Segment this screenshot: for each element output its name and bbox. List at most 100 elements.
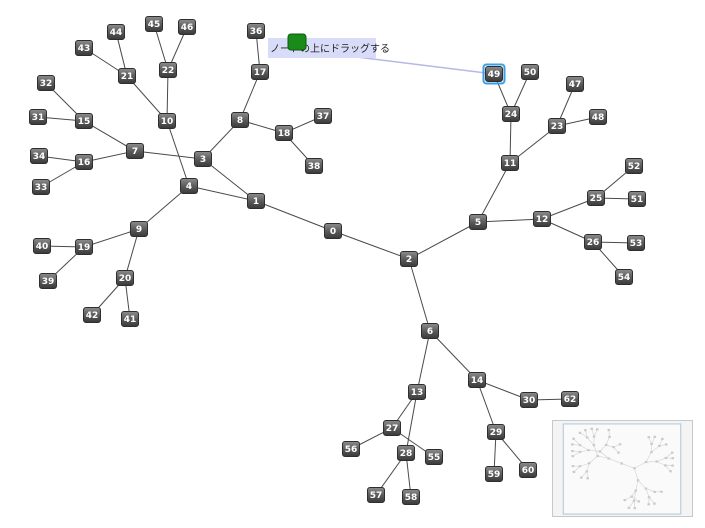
node-10[interactable]: 10 <box>158 113 176 129</box>
node-label: 0 <box>330 227 336 237</box>
node-62[interactable]: 62 <box>561 391 579 407</box>
node-12[interactable]: 12 <box>533 211 551 227</box>
node-label: 4 <box>186 182 192 192</box>
node-box <box>159 62 177 78</box>
node-46[interactable]: 46 <box>178 19 196 35</box>
node-box <box>29 109 47 125</box>
node-18[interactable]: 18 <box>275 125 293 141</box>
minimap-viewport[interactable] <box>562 423 682 515</box>
node-label: 22 <box>162 66 175 76</box>
node-59[interactable]: 59 <box>485 466 503 482</box>
node-6[interactable]: 6 <box>421 323 439 339</box>
node-56[interactable]: 56 <box>342 441 360 457</box>
node-box <box>247 23 265 39</box>
node-13[interactable]: 13 <box>408 384 426 400</box>
node-label: 19 <box>78 243 91 253</box>
node-60[interactable]: 60 <box>519 462 537 478</box>
node-label: 20 <box>119 274 132 284</box>
node-label: 33 <box>35 183 48 193</box>
node-37[interactable]: 37 <box>314 108 332 124</box>
node-30[interactable]: 30 <box>520 392 538 408</box>
node-4[interactable]: 4 <box>180 178 198 194</box>
node-38[interactable]: 38 <box>305 158 323 174</box>
node-1[interactable]: 1 <box>247 193 265 209</box>
node-29[interactable]: 29 <box>487 424 505 440</box>
node-label: 1 <box>253 197 259 207</box>
node-label: 16 <box>78 158 91 168</box>
dragged-node-handle[interactable] <box>287 33 307 51</box>
overview-minimap[interactable] <box>552 420 693 517</box>
node-57[interactable]: 57 <box>367 487 385 503</box>
node-box <box>485 66 503 82</box>
node-box <box>367 487 385 503</box>
node-27[interactable]: 27 <box>383 420 401 436</box>
edge-6-14 <box>429 330 478 381</box>
node-24[interactable]: 24 <box>502 106 520 122</box>
node-box <box>383 420 401 436</box>
node-box <box>314 108 332 124</box>
node-box <box>587 190 605 206</box>
node-11[interactable]: 11 <box>501 155 519 171</box>
node-41[interactable]: 41 <box>121 311 139 327</box>
node-31[interactable]: 31 <box>29 109 47 125</box>
node-47[interactable]: 47 <box>566 76 584 92</box>
node-28[interactable]: 28 <box>397 445 415 461</box>
node-36[interactable]: 36 <box>247 23 265 39</box>
node-33[interactable]: 33 <box>32 179 50 195</box>
node-label: 3 <box>200 155 206 165</box>
node-label: 32 <box>40 79 53 89</box>
node-44[interactable]: 44 <box>107 24 125 40</box>
node-7[interactable]: 7 <box>126 143 144 159</box>
node-8[interactable]: 8 <box>231 112 249 128</box>
node-box <box>501 155 519 171</box>
node-52[interactable]: 52 <box>625 158 643 174</box>
node-21[interactable]: 21 <box>118 68 136 84</box>
node-20[interactable]: 20 <box>116 270 134 286</box>
node-51[interactable]: 51 <box>628 191 646 207</box>
node-50[interactable]: 50 <box>521 64 539 80</box>
node-15[interactable]: 15 <box>75 113 93 129</box>
selection-ring <box>482 63 506 85</box>
node-label: 28 <box>400 449 413 459</box>
node-25[interactable]: 25 <box>587 190 605 206</box>
node-45[interactable]: 45 <box>145 16 163 32</box>
node-39[interactable]: 39 <box>39 273 57 289</box>
node-43[interactable]: 43 <box>75 40 93 56</box>
node-54[interactable]: 54 <box>615 269 633 285</box>
node-16[interactable]: 16 <box>75 154 93 170</box>
node-49[interactable]: 49 <box>482 63 506 85</box>
node-box <box>548 118 566 134</box>
node-22[interactable]: 22 <box>159 62 177 78</box>
edge-0-1 <box>255 200 334 232</box>
node-3[interactable]: 3 <box>194 151 212 167</box>
node-label: 31 <box>32 113 45 123</box>
node-label: 43 <box>78 44 91 54</box>
node-label: 41 <box>124 315 137 325</box>
node-box <box>130 221 148 237</box>
node-5[interactable]: 5 <box>469 214 487 230</box>
node-26[interactable]: 26 <box>584 234 602 250</box>
node-32[interactable]: 32 <box>37 75 55 91</box>
node-48[interactable]: 48 <box>589 109 607 125</box>
node-55[interactable]: 55 <box>425 449 443 465</box>
node-58[interactable]: 58 <box>402 489 420 505</box>
node-34[interactable]: 34 <box>30 148 48 164</box>
node-box <box>400 251 418 267</box>
node-23[interactable]: 23 <box>548 118 566 134</box>
node-17[interactable]: 17 <box>251 64 269 80</box>
node-label: 50 <box>524 68 537 78</box>
node-40[interactable]: 40 <box>33 238 51 254</box>
node-53[interactable]: 53 <box>627 235 645 251</box>
node-0[interactable]: 0 <box>324 223 342 239</box>
node-19[interactable]: 19 <box>75 239 93 255</box>
minimap-canvas[interactable] <box>553 421 692 516</box>
node-2[interactable]: 2 <box>400 251 418 267</box>
node-label: 25 <box>590 194 603 204</box>
node-label: 58 <box>405 493 418 503</box>
node-42[interactable]: 42 <box>83 307 101 323</box>
node-box <box>627 235 645 251</box>
node-label: 53 <box>630 239 643 249</box>
node-9[interactable]: 9 <box>130 221 148 237</box>
node-14[interactable]: 14 <box>468 372 486 388</box>
